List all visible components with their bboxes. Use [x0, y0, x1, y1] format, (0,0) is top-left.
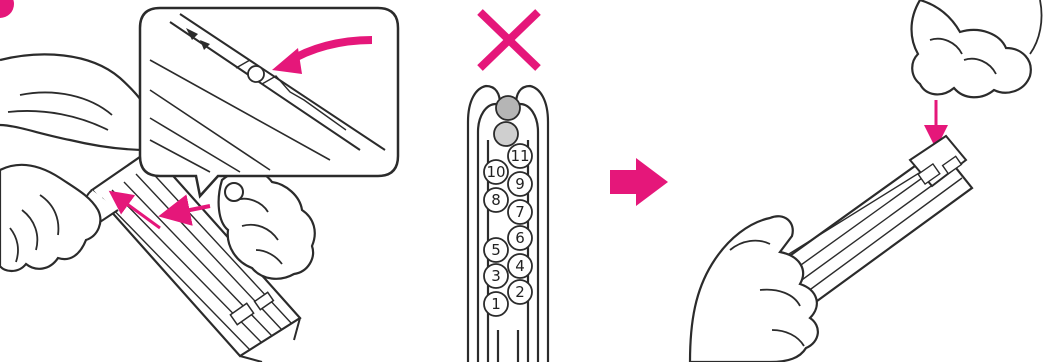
ball-number: 6	[515, 229, 525, 247]
ball-number: 4	[515, 257, 525, 275]
ball-number: 10	[486, 163, 505, 181]
hand-icon	[0, 163, 102, 273]
ball-icon	[483, 187, 509, 213]
ball-icon	[507, 253, 533, 279]
ball-icon	[247, 65, 265, 83]
arrow-icon	[158, 194, 211, 226]
toner-cartridge-icon	[768, 134, 974, 314]
hand-icon	[910, 0, 1032, 99]
ball-icon	[507, 171, 533, 197]
ball-icon	[483, 237, 509, 263]
hand-icon	[217, 169, 316, 280]
ball-number: 5	[491, 241, 501, 259]
hand-icon	[0, 53, 152, 152]
ball-number: 2	[515, 283, 525, 301]
x-mark-icon	[477, 9, 541, 71]
plug-cap	[224, 182, 244, 202]
ball-number: 7	[515, 203, 525, 221]
ball-icon	[493, 121, 519, 147]
toner-cartridge-icon	[84, 148, 302, 362]
ball-icon	[507, 143, 533, 169]
hand-icon	[688, 215, 819, 362]
ball-icon	[483, 291, 509, 317]
ball-icon	[507, 279, 533, 305]
ball-icon	[483, 263, 509, 289]
ball-icon	[507, 225, 533, 251]
ball-number: 8	[491, 191, 501, 209]
ball-number: 3	[491, 267, 501, 285]
callout-bubble	[138, 6, 400, 199]
ball-icon	[483, 159, 509, 185]
right-arrow-icon	[610, 158, 668, 206]
ball-icon	[507, 199, 533, 225]
ball-number: 1	[491, 295, 501, 313]
accent-dot	[0, 0, 14, 18]
left-panel	[0, 0, 400, 362]
ball-number: 11	[510, 147, 529, 165]
ball-number: 9	[515, 175, 525, 193]
arrow-icon	[108, 190, 161, 230]
right-panel	[688, 0, 1043, 362]
ball-icon	[495, 95, 521, 121]
